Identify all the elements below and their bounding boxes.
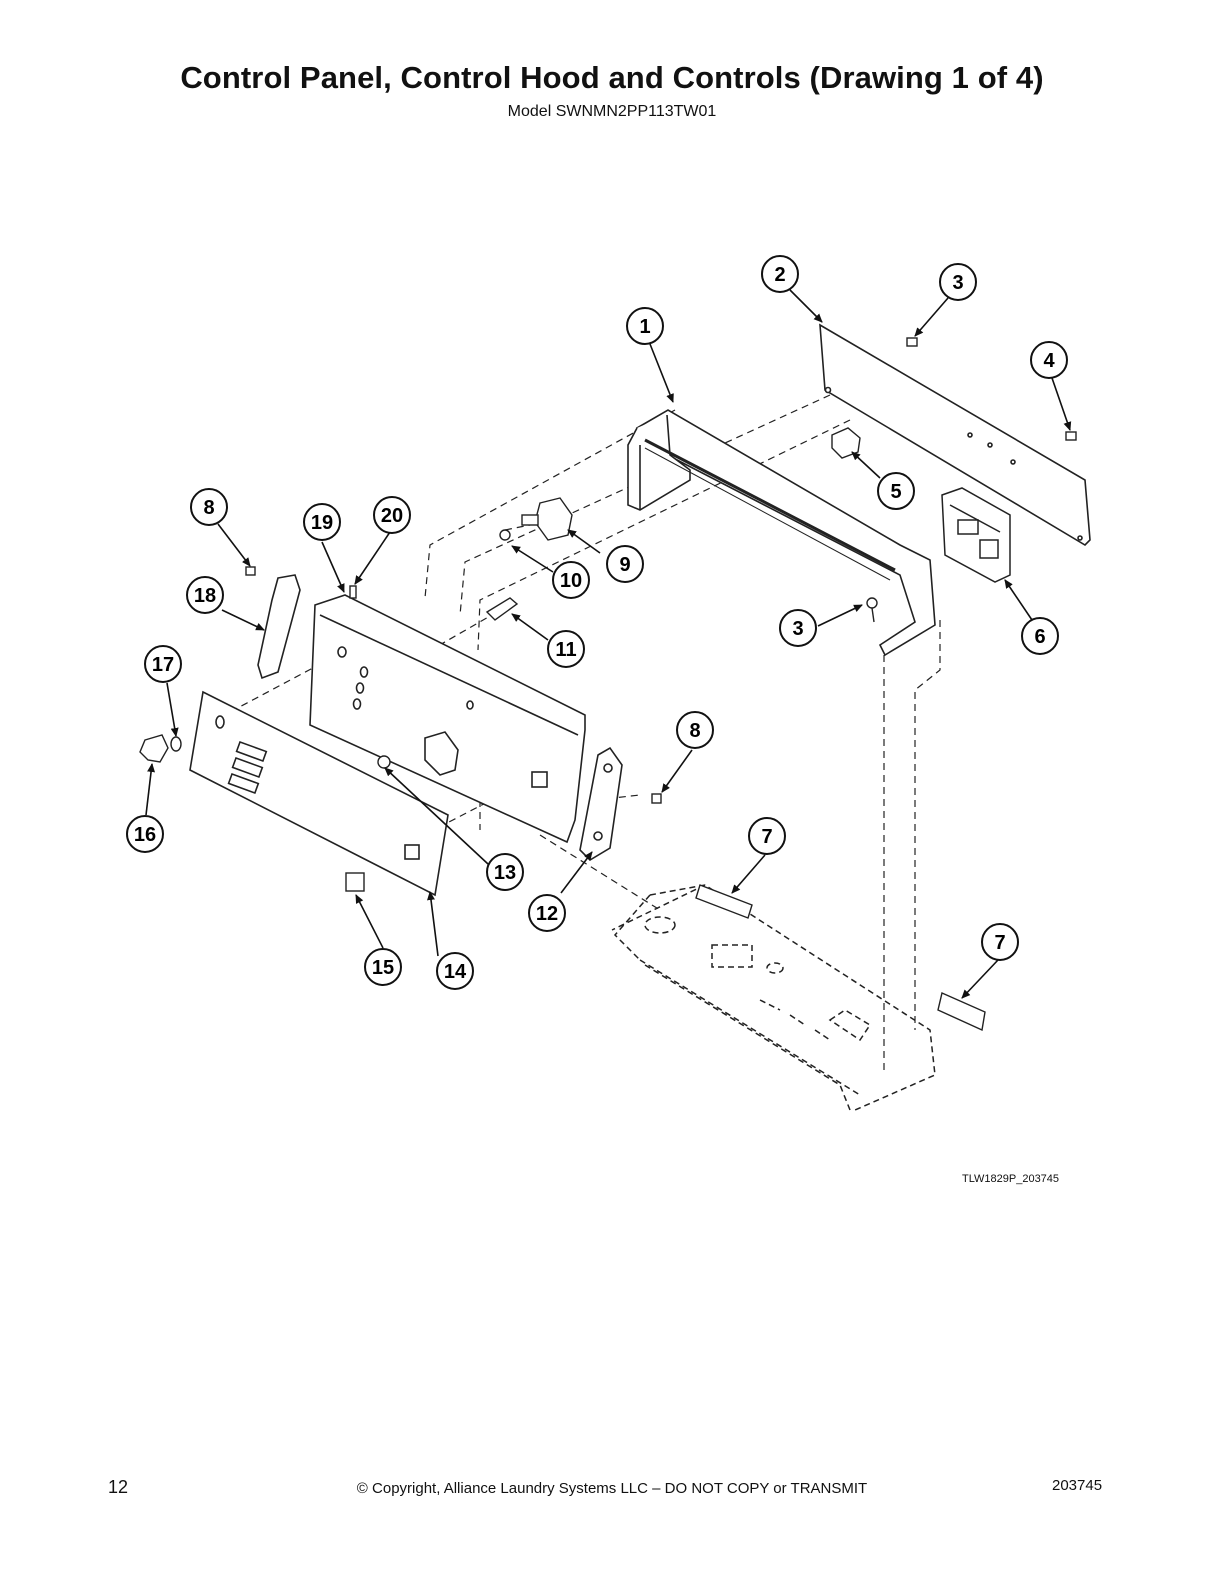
callout-4: 4 — [1030, 341, 1068, 379]
callout-8-left: 8 — [190, 488, 228, 526]
callout-1: 1 — [626, 307, 664, 345]
callout-11: 11 — [547, 630, 585, 668]
callout-19: 19 — [303, 503, 341, 541]
overlay-panel — [189, 690, 449, 897]
callout-14: 14 — [436, 952, 474, 990]
leader-lines — [145, 289, 1072, 999]
control-board — [941, 487, 1011, 583]
callout-12: 12 — [528, 894, 566, 932]
svg-text:6: 6 — [1034, 626, 1045, 648]
svg-text:9: 9 — [619, 554, 630, 576]
callout-3-lower: 3 — [779, 609, 817, 647]
hood-screws — [866, 337, 1077, 623]
svg-text:3: 3 — [792, 618, 803, 640]
callout-18: 18 — [186, 576, 224, 614]
callout-5: 5 — [877, 472, 915, 510]
svg-text:16: 16 — [134, 824, 156, 846]
callout-16: 16 — [126, 815, 164, 853]
copyright-notice: © Copyright, Alliance Laundry Systems LL… — [356, 1480, 868, 1497]
console-panel — [309, 594, 586, 844]
svg-text:19: 19 — [311, 512, 333, 534]
drawing-id: TLW1829P_203745 — [962, 1173, 1060, 1185]
svg-text:13: 13 — [494, 862, 516, 884]
svg-text:17: 17 — [152, 654, 174, 676]
wire-clip — [831, 427, 861, 459]
svg-text:3: 3 — [952, 272, 963, 294]
callout-17: 17 — [144, 645, 182, 683]
svg-text:20: 20 — [381, 505, 403, 527]
svg-text:1: 1 — [639, 316, 650, 338]
control-hood — [627, 409, 936, 657]
page-title: Control Panel, Control Hood and Controls… — [180, 60, 1044, 95]
svg-text:8: 8 — [203, 497, 214, 519]
rear-mounting-plate — [819, 323, 1091, 547]
base-console-phantom — [611, 884, 936, 1111]
svg-text:10: 10 — [560, 570, 582, 592]
svg-text:12: 12 — [536, 903, 558, 925]
svg-text:4: 4 — [1043, 350, 1055, 372]
end-caps — [257, 574, 623, 862]
controls-hardware — [139, 497, 662, 892]
callout-9: 9 — [606, 545, 644, 583]
svg-text:2: 2 — [774, 264, 785, 286]
svg-text:11: 11 — [555, 639, 576, 661]
svg-text:18: 18 — [194, 585, 216, 607]
svg-text:7: 7 — [761, 826, 772, 848]
svg-text:8: 8 — [689, 720, 700, 742]
svg-text:7: 7 — [994, 932, 1005, 954]
callout-7-top: 7 — [748, 817, 786, 855]
callout-6: 6 — [1021, 617, 1059, 655]
model-subtitle: Model SWNMN2PP113TW01 — [507, 103, 717, 120]
callout-7-lower: 7 — [981, 923, 1019, 961]
svg-text:14: 14 — [444, 961, 467, 983]
decals — [695, 884, 986, 1032]
callout-10: 10 — [552, 561, 590, 599]
callout-20: 20 — [373, 496, 411, 534]
callout-15: 15 — [364, 948, 402, 986]
callout-2: 2 — [761, 255, 799, 293]
document-number: 203745 — [1052, 1477, 1103, 1494]
callouts: 1 2 3 4 5 6 7 8 9 10 11 12 13 14 15 16 1… — [126, 255, 1068, 990]
svg-text:5: 5 — [890, 481, 901, 503]
callout-13: 13 — [486, 853, 524, 891]
svg-text:15: 15 — [372, 957, 394, 979]
page-number: 12 — [108, 1477, 129, 1497]
callout-3-top: 3 — [939, 263, 977, 301]
callout-8-right: 8 — [676, 711, 714, 749]
